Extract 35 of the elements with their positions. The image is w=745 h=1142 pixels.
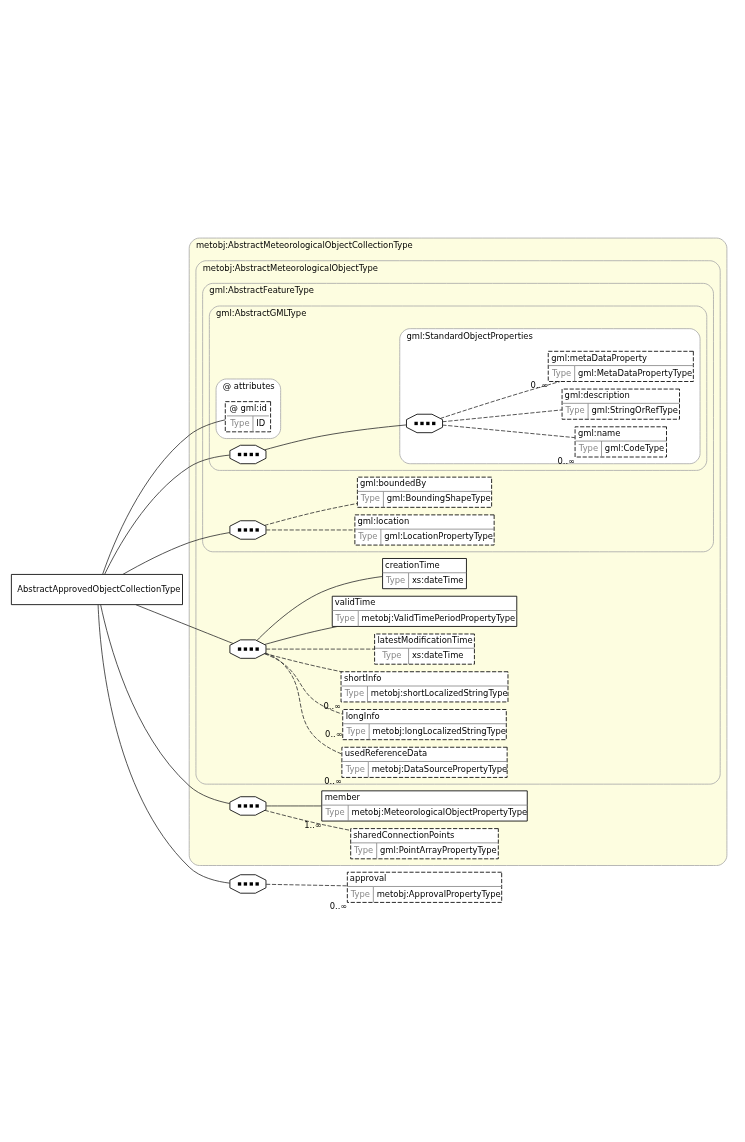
connector — [264, 424, 407, 450]
node-label: 0..∞ — [530, 379, 549, 390]
connector — [265, 805, 322, 806]
connector — [256, 575, 383, 641]
node-box: AbstractApprovedObjectCollectionType — [10, 573, 183, 605]
node-label: 0..∞ — [329, 900, 348, 911]
connector — [264, 652, 343, 715]
node-label: 1..∞ — [304, 819, 322, 830]
connector — [104, 454, 231, 575]
connector — [102, 418, 226, 575]
connector — [264, 625, 338, 645]
node-octagon — [406, 413, 443, 433]
connector — [97, 603, 231, 884]
node-label: 0..∞ — [323, 700, 342, 711]
connector — [264, 809, 352, 831]
node-label: 0..∞ — [325, 728, 343, 739]
connector — [442, 424, 576, 438]
node-label: 0..∞ — [557, 455, 576, 466]
connector — [439, 380, 561, 419]
connector — [122, 531, 231, 575]
connector — [265, 883, 348, 886]
connector — [265, 529, 356, 530]
connector — [265, 648, 375, 649]
connector — [264, 652, 342, 672]
connector — [265, 652, 343, 754]
node-label: 0..∞ — [324, 775, 342, 786]
node-octagon — [229, 873, 267, 894]
connector — [264, 502, 358, 526]
connector — [135, 603, 234, 644]
node-octagon — [229, 795, 267, 816]
node-octagon — [229, 519, 267, 540]
node-octagon — [229, 638, 267, 659]
connector — [100, 603, 231, 804]
connector — [442, 409, 563, 422]
node-octagon — [229, 444, 267, 464]
